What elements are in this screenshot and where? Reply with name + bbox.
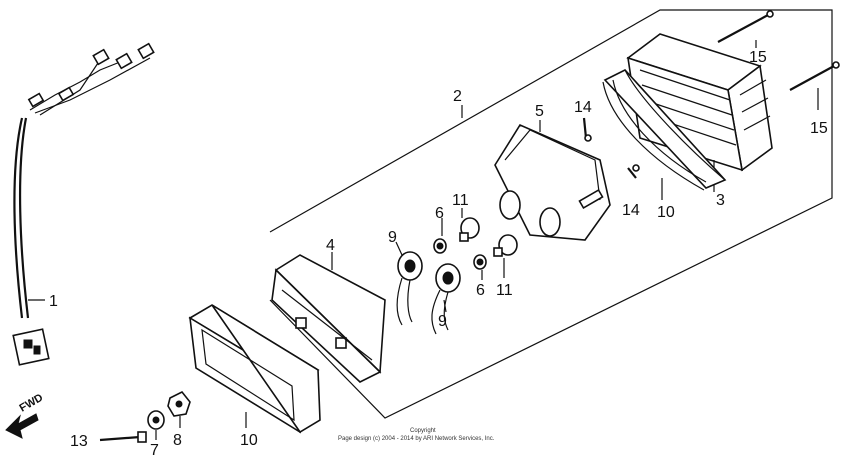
part-11-bulb-lower[interactable] xyxy=(493,234,518,257)
part-14-screw-lower[interactable] xyxy=(627,164,640,179)
callout-8: 7 xyxy=(150,442,159,459)
callout-9-lower: 9 xyxy=(438,313,447,330)
part-15-screw-lower[interactable] xyxy=(789,61,840,91)
callout-3: 3 xyxy=(716,192,725,209)
part-6-holder-lower[interactable] xyxy=(473,254,487,270)
callout-1: 1 xyxy=(49,293,58,310)
callout-4: 4 xyxy=(326,237,335,254)
fwd-label: FWD xyxy=(18,392,46,415)
callout-9-upper: 9 xyxy=(388,229,397,246)
part-1-wire-harness[interactable] xyxy=(12,42,155,366)
fwd-arrow-icon xyxy=(5,413,39,439)
callout-10: 10 xyxy=(240,432,258,449)
part-14-screw-upper[interactable] xyxy=(582,117,592,142)
callout-6-lower: 6 xyxy=(476,282,485,299)
part-12-nut[interactable] xyxy=(167,390,191,417)
callout-14-lower: 14 xyxy=(622,202,640,219)
callout-13: 13 xyxy=(70,433,88,450)
part-8-washer[interactable] xyxy=(147,410,165,430)
callout-15-lower: 15 xyxy=(810,120,828,137)
part-15-screw-upper[interactable] xyxy=(717,10,774,43)
part-6-holder-upper[interactable] xyxy=(433,238,447,254)
callout-11-upper: 11 xyxy=(452,192,469,209)
part-9-socket-lower[interactable] xyxy=(431,263,461,335)
callout-5: 5 xyxy=(535,103,544,120)
part-3-lens-housing[interactable] xyxy=(626,33,773,172)
callout-15-upper: 15 xyxy=(749,49,767,66)
part-13-bolt[interactable] xyxy=(99,431,147,443)
assembly-outline xyxy=(269,9,833,419)
part-11-bulb-upper[interactable] xyxy=(459,217,480,242)
callout-14-upper: 14 xyxy=(574,99,592,116)
copyright-line-1: Copyright xyxy=(410,428,436,434)
callout-11-lower: 11 xyxy=(496,282,513,299)
copyright-line-2: Page design (c) 2004 - 2014 by ARI Netwo… xyxy=(338,436,495,442)
callout-7: 10 xyxy=(657,204,675,221)
part-4-base-plate[interactable] xyxy=(271,254,386,383)
part-7-gasket[interactable] xyxy=(602,69,727,191)
part-5-reflector[interactable] xyxy=(494,123,611,241)
part-9-socket-upper[interactable] xyxy=(396,251,423,326)
callout-12: 8 xyxy=(173,432,182,449)
part-10-lens[interactable] xyxy=(188,304,321,434)
callout-6-upper: 6 xyxy=(435,205,444,222)
callout-2: 2 xyxy=(453,88,462,105)
